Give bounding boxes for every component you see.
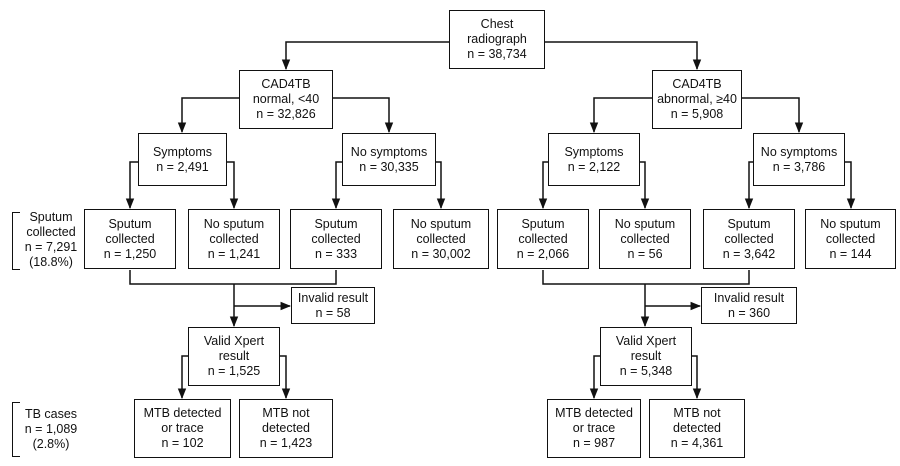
box-line: collected <box>209 231 259 246</box>
left-mtb-not-detected-box: MTB not detected n = 1,423 <box>239 399 333 458</box>
box-count: n = 1,241 <box>207 246 261 261</box>
left-valid-xpert-box: Valid Xpert result n = 1,525 <box>188 327 280 386</box>
sputum-collected-total-label: Sputum collected n = 7,291 (18.8%) <box>20 210 82 270</box>
box-count: n = 32,826 <box>256 107 316 121</box>
box-line: normal, <40 <box>252 92 320 106</box>
left-nosym-no-sputum-box: No sputum collected n = 30,002 <box>393 209 489 269</box>
box-line: MTB not <box>262 406 310 420</box>
box-line: Chest <box>480 17 514 31</box>
box-line: Sputum <box>108 216 152 231</box>
right-nosym-no-sputum-box: No sputum collected n = 144 <box>805 209 896 269</box>
right-valid-xpert-box: Valid Xpert result n = 5,348 <box>600 327 692 386</box>
box-line: MTB detected <box>143 406 222 420</box>
box-line: collected <box>105 231 155 246</box>
box-line: Symptoms <box>564 144 624 159</box>
left-nosym-sputum-collected-box: Sputum collected n = 333 <box>290 209 382 269</box>
side-line: n = 7,291 <box>24 240 78 254</box>
box-line: No sputum <box>203 216 265 231</box>
box-line: No sputum <box>820 216 881 231</box>
box-count: n = 3,786 <box>772 159 826 174</box>
cad4tb-abnormal-box: CAD4TB abnormal, ≥40 n = 5,908 <box>652 70 742 129</box>
box-line: Sputum <box>314 216 358 231</box>
box-line: CAD4TB <box>261 77 311 91</box>
right-no-symptoms-box: No symptoms n = 3,786 <box>753 133 845 186</box>
box-count: n = 102 <box>161 436 204 450</box>
box-line: No symptoms <box>350 144 428 159</box>
box-line: result <box>630 349 662 363</box>
box-count: n = 987 <box>572 436 616 450</box>
box-count: n = 5,908 <box>670 107 724 121</box>
left-sym-sputum-collected-box: Sputum collected n = 1,250 <box>84 209 176 269</box>
box-count: n = 5,348 <box>619 364 673 378</box>
box-count: n = 144 <box>829 246 872 261</box>
cad4tb-normal-box: CAD4TB normal, <40 n = 32,826 <box>239 70 333 129</box>
left-symptoms-box: Symptoms n = 2,491 <box>138 133 227 186</box>
right-invalid-result-box: Invalid result n = 360 <box>701 287 797 324</box>
left-invalid-result-box: Invalid result n = 58 <box>291 287 375 324</box>
box-count: n = 4,361 <box>670 436 724 450</box>
right-nosym-sputum-collected-box: Sputum collected n = 3,642 <box>703 209 795 269</box>
box-count: n = 2,066 <box>516 246 570 261</box>
side-line: TB cases <box>24 407 78 421</box>
box-line: Sputum <box>521 216 565 231</box>
side-line: Sputum <box>29 210 73 224</box>
box-count: n = 1,423 <box>259 436 313 450</box>
box-count: n = 30,335 <box>359 159 419 174</box>
box-line: collected <box>825 231 876 246</box>
box-line: Valid Xpert <box>615 334 677 348</box>
box-line: collected <box>620 231 670 246</box>
box-line: or trace <box>161 421 204 435</box>
box-line: collected <box>518 231 568 246</box>
box-line: MTB detected <box>555 406 633 420</box>
box-line: collected <box>416 231 466 246</box>
box-count: n = 2,491 <box>156 159 209 174</box>
box-count: n = 38,734 <box>467 47 527 61</box>
box-line: Invalid result <box>297 290 369 305</box>
left-sym-no-sputum-box: No sputum collected n = 1,241 <box>188 209 280 269</box>
box-line: No sputum <box>614 216 676 231</box>
chest-radiograph-box: Chest radiograph n = 38,734 <box>449 10 545 69</box>
side-line: collected <box>26 225 76 239</box>
box-line: MTB not <box>673 406 721 420</box>
box-count: n = 333 <box>314 246 358 261</box>
box-count: n = 3,642 <box>722 246 776 261</box>
side-line: (2.8%) <box>32 437 70 451</box>
box-count: n = 1,525 <box>207 364 261 378</box>
side-line: (18.8%) <box>29 255 73 269</box>
box-line: Valid Xpert <box>203 334 265 348</box>
box-line: No symptoms <box>760 144 838 159</box>
box-line: detected <box>262 421 310 435</box>
box-line: collected <box>724 231 774 246</box>
box-line: No sputum <box>410 216 472 231</box>
box-line: Symptoms <box>152 144 213 159</box>
sputum-bracket <box>12 212 20 270</box>
left-no-symptoms-box: No symptoms n = 30,335 <box>342 133 436 186</box>
box-count: n = 56 <box>627 246 663 261</box>
tb-cases-total-label: TB cases n = 1,089 (2.8%) <box>20 407 82 452</box>
box-count: n = 30,002 <box>411 246 471 261</box>
right-sym-no-sputum-box: No sputum collected n = 56 <box>599 209 691 269</box>
box-line: CAD4TB <box>672 77 722 91</box>
side-line: n = 1,089 <box>24 422 78 436</box>
box-count: n = 360 <box>727 305 771 320</box>
box-line: Sputum <box>727 216 771 231</box>
box-line: or trace <box>572 421 616 435</box>
left-mtb-detected-box: MTB detected or trace n = 102 <box>134 399 231 458</box>
tb-bracket <box>12 402 20 457</box>
box-line: abnormal, ≥40 <box>657 92 737 106</box>
box-count: n = 1,250 <box>103 246 157 261</box>
right-mtb-detected-box: MTB detected or trace n = 987 <box>547 399 641 458</box>
right-sym-sputum-collected-box: Sputum collected n = 2,066 <box>497 209 589 269</box>
box-count: n = 2,122 <box>567 159 621 174</box>
box-line: collected <box>311 231 361 246</box>
box-line: radiograph <box>467 32 527 46</box>
box-line: Invalid result <box>713 290 785 305</box>
right-symptoms-box: Symptoms n = 2,122 <box>548 133 640 186</box>
box-line: result <box>218 349 250 363</box>
box-line: detected <box>673 421 721 435</box>
box-count: n = 58 <box>315 305 351 320</box>
right-mtb-not-detected-box: MTB not detected n = 4,361 <box>649 399 745 458</box>
